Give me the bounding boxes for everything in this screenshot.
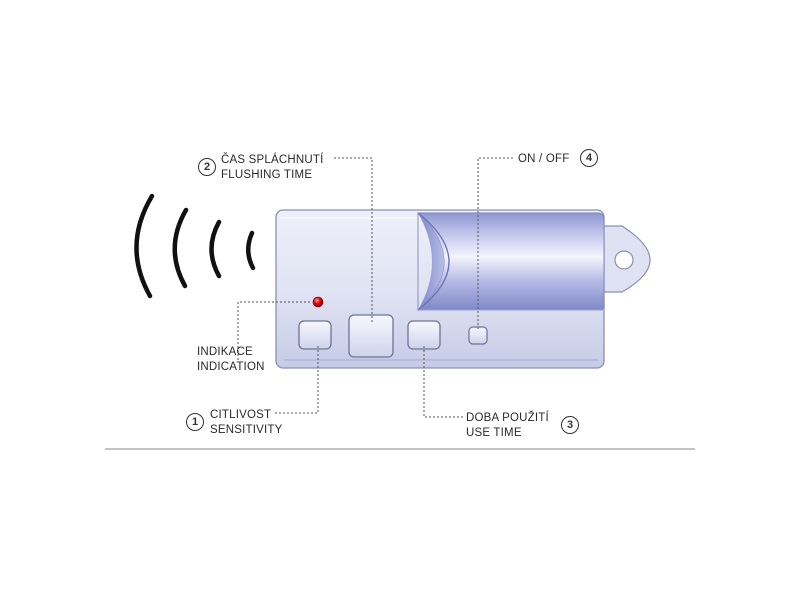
- signal-waves-icon: [134, 193, 256, 299]
- sensitivity-english: SENSITIVITY: [210, 424, 283, 436]
- indication-czech: INDIKACE: [197, 346, 253, 358]
- callout-2-badge: 2: [198, 158, 216, 176]
- callout-4-label: ON / OFF: [518, 152, 569, 167]
- flushing-time-english: FLUSHING TIME: [221, 169, 313, 181]
- flushing-time-czech: ČAS SPLÁCHNUTÍ: [221, 154, 324, 166]
- signal-wave-2: [172, 207, 189, 289]
- use-time-english: USE TIME: [466, 427, 522, 439]
- leader-flushing-time: [334, 157, 373, 322]
- device-cylinder: [416, 212, 605, 311]
- leader-indication: [237, 301, 311, 360]
- callout-1-badge: 1: [186, 413, 204, 431]
- flushing-time-button[interactable]: [348, 314, 394, 358]
- signal-wave-3: [209, 219, 222, 279]
- indication-english: INDICATION: [197, 361, 265, 373]
- leader-sensitivity: [275, 345, 319, 414]
- callout-1-label: CITLIVOST SENSITIVITY: [210, 408, 283, 438]
- callout-2-label: ČAS SPLÁCHNUTÍ FLUSHING TIME: [221, 153, 324, 183]
- indicator-led: [312, 296, 324, 308]
- on-off-button[interactable]: [468, 326, 488, 345]
- sensitivity-button[interactable]: [298, 320, 332, 350]
- callout-4-badge: 4: [580, 149, 598, 167]
- callout-3-badge: 3: [561, 416, 579, 434]
- sensitivity-czech: CITLIVOST: [210, 409, 272, 421]
- on-off-text: ON / OFF: [518, 153, 570, 165]
- leader-use-time: [423, 345, 463, 418]
- cylinder-cap: [418, 213, 444, 310]
- remote-device: [275, 209, 651, 369]
- hanging-hole: [614, 250, 634, 270]
- indication-label: INDIKACE INDICATION: [197, 345, 265, 375]
- signal-wave-1: [134, 193, 155, 299]
- leader-lines: [237, 157, 513, 418]
- use-time-button[interactable]: [407, 320, 441, 350]
- callout-3-label: DOBA POUŽITÍ USE TIME: [466, 411, 549, 441]
- use-time-czech: DOBA POUŽITÍ: [466, 412, 549, 424]
- signal-wave-4: [246, 230, 256, 271]
